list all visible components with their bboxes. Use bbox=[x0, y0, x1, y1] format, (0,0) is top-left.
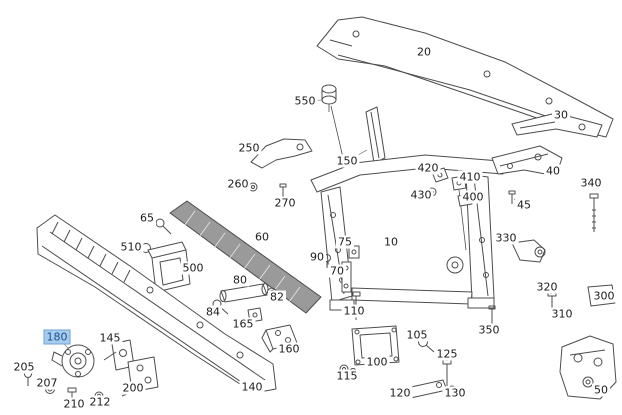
part-label-10[interactable]: 10 bbox=[382, 235, 400, 249]
part-80-shape bbox=[219, 283, 269, 303]
part-label-330[interactable]: 330 bbox=[493, 231, 519, 245]
part-label-165[interactable]: 165 bbox=[230, 317, 256, 331]
part-label-212[interactable]: 212 bbox=[87, 395, 113, 409]
part-180-shape bbox=[51, 344, 95, 378]
part-45-shape bbox=[508, 190, 516, 204]
part-label-400[interactable]: 400 bbox=[460, 190, 486, 204]
part-270-shape bbox=[279, 183, 287, 197]
part-60-shape bbox=[169, 200, 322, 314]
part-label-260[interactable]: 260 bbox=[225, 177, 251, 191]
part-label-145[interactable]: 145 bbox=[97, 331, 123, 345]
part-label-160[interactable]: 160 bbox=[276, 342, 302, 356]
part-label-510[interactable]: 510 bbox=[118, 240, 144, 254]
part-label-90[interactable]: 90 bbox=[308, 250, 326, 264]
part-label-300[interactable]: 300 bbox=[591, 289, 617, 303]
part-label-150[interactable]: 150 bbox=[334, 154, 360, 168]
part-label-84[interactable]: 84 bbox=[204, 305, 222, 319]
part-label-45[interactable]: 45 bbox=[515, 198, 533, 212]
part-label-320[interactable]: 320 bbox=[534, 280, 560, 294]
part-label-420[interactable]: 420 bbox=[415, 161, 441, 175]
part-330-shape bbox=[511, 239, 546, 263]
part-label-50[interactable]: 50 bbox=[592, 383, 610, 397]
part-label-205[interactable]: 205 bbox=[11, 360, 37, 374]
part-340-shape bbox=[589, 193, 599, 232]
part-150-shape bbox=[365, 106, 386, 164]
part-label-70[interactable]: 70 bbox=[328, 264, 346, 278]
part-label-200[interactable]: 200 bbox=[120, 381, 146, 395]
part-250-shape bbox=[250, 138, 313, 169]
part-label-180[interactable]: 180 bbox=[43, 329, 71, 345]
part-label-105[interactable]: 105 bbox=[404, 328, 430, 342]
part-550-shape bbox=[321, 84, 345, 163]
part-label-130[interactable]: 130 bbox=[442, 386, 468, 400]
part-label-80[interactable]: 80 bbox=[231, 273, 249, 287]
part-75-shape bbox=[348, 245, 360, 259]
part-label-207[interactable]: 207 bbox=[34, 376, 60, 390]
part-label-410[interactable]: 410 bbox=[457, 170, 483, 184]
part-label-140[interactable]: 140 bbox=[239, 380, 265, 394]
part-label-60[interactable]: 60 bbox=[253, 230, 271, 244]
part-label-500[interactable]: 500 bbox=[180, 261, 206, 275]
part-label-82[interactable]: 82 bbox=[268, 290, 286, 304]
part-label-110[interactable]: 110 bbox=[341, 304, 367, 318]
part-140-shape bbox=[36, 214, 277, 394]
part-label-65[interactable]: 65 bbox=[138, 211, 156, 225]
part-label-75[interactable]: 75 bbox=[336, 235, 354, 249]
part-label-350[interactable]: 350 bbox=[476, 323, 502, 337]
part-label-270[interactable]: 270 bbox=[272, 196, 298, 210]
part-label-250[interactable]: 250 bbox=[236, 141, 262, 155]
part-label-30[interactable]: 30 bbox=[552, 108, 570, 122]
part-500-shape bbox=[147, 241, 191, 293]
part-label-430[interactable]: 430 bbox=[408, 188, 434, 202]
part-label-340[interactable]: 340 bbox=[578, 176, 604, 190]
part-label-40[interactable]: 40 bbox=[544, 164, 562, 178]
part-label-210[interactable]: 210 bbox=[61, 397, 87, 411]
part-label-310[interactable]: 310 bbox=[549, 307, 575, 321]
part-100-shape bbox=[351, 325, 400, 366]
part-65-shape bbox=[155, 218, 172, 235]
part-label-100[interactable]: 100 bbox=[364, 355, 390, 369]
part-label-120[interactable]: 120 bbox=[387, 386, 413, 400]
part-label-550[interactable]: 550 bbox=[292, 94, 318, 108]
part-label-20[interactable]: 20 bbox=[415, 45, 433, 59]
part-label-125[interactable]: 125 bbox=[434, 347, 460, 361]
part-label-115[interactable]: 115 bbox=[334, 369, 360, 383]
